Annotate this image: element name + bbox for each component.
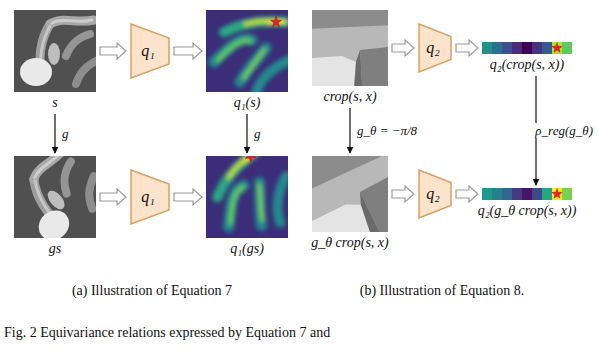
image-label: q₂(crop(s, x)) — [490, 54, 564, 73]
flow-arrow — [174, 189, 202, 205]
depth-scene — [14, 156, 96, 238]
encoder-name: q₂ — [426, 39, 444, 57]
vector-cell — [552, 188, 562, 200]
crop-image — [312, 156, 388, 232]
panel-caption: (a) Illustration of Equation 7 — [72, 282, 232, 299]
panel-label-holder: (b) Illustration of Equation 8. — [360, 282, 524, 299]
feature-vector: q₂(crop(s, x)) — [482, 42, 572, 73]
image-label: gs — [49, 238, 61, 257]
transform-label: g — [61, 126, 70, 141]
heatmap-scene — [206, 156, 288, 238]
edge-label-holder: g — [253, 126, 262, 141]
vector-cell — [512, 188, 522, 200]
depth-image — [14, 10, 96, 92]
transform-arrow — [349, 108, 350, 153]
crop-scene — [312, 156, 388, 232]
feature-vector: q₂(g_θ crop(s, x)) — [478, 188, 577, 219]
edge-label-holder: g — [61, 126, 70, 141]
heatmap — [206, 156, 288, 238]
image-label: s — [52, 92, 57, 111]
star-marker — [552, 43, 562, 52]
heatmap-frame — [206, 156, 288, 238]
vector-cell — [502, 42, 512, 54]
image-label: q₁(s) — [234, 92, 261, 111]
depth-image-frame — [14, 10, 96, 92]
edge-label-holder: ρ_reg(g_θ) — [534, 123, 594, 138]
encoder-name: q₁ — [141, 188, 159, 206]
feature-vector — [482, 188, 572, 200]
trapezoid-shape — [419, 170, 451, 218]
figure-caption: Fig. 2 Equivariance relations expressed … — [4, 324, 330, 341]
depth-image: s — [14, 10, 96, 111]
image-label: crop(s, x) — [323, 86, 376, 105]
depth-scene — [14, 10, 96, 92]
trapezoid-shape — [131, 170, 169, 224]
vector-cell — [502, 188, 512, 200]
transform-label: ρ_reg(g_θ) — [534, 123, 594, 138]
encoder-trapezoid: q₁ — [130, 23, 170, 79]
encoder-name: q₁ — [141, 42, 159, 60]
star-marker — [552, 189, 562, 198]
vector-cell — [512, 42, 522, 54]
encoder-trapezoid: q₂ — [418, 169, 452, 219]
depth-image-frame — [14, 156, 96, 238]
trapezoid-shape — [131, 24, 169, 78]
crop-image-frame — [312, 10, 388, 86]
transform-arrow — [54, 114, 55, 153]
transform-label: g — [253, 126, 262, 141]
heatmap-frame — [206, 10, 288, 92]
encoder-trapezoid: q₂ — [418, 23, 452, 73]
feature-vector-frame — [482, 188, 572, 200]
panel-caption: (b) Illustration of Equation 8. — [360, 282, 524, 299]
vector-cell — [562, 42, 572, 54]
trapezoid-shape — [419, 24, 451, 72]
crop-image: crop(s, x) — [312, 10, 388, 105]
flow-arrow — [100, 189, 126, 205]
depth-image — [14, 156, 96, 238]
flow-arrow — [100, 43, 126, 59]
vector-cell — [522, 188, 532, 200]
flow-arrow — [456, 40, 478, 56]
vector-cell — [482, 42, 492, 54]
vector-cell — [532, 188, 542, 200]
vector-cell — [542, 42, 552, 54]
vector-cell — [522, 42, 532, 54]
edge-label-holder: g_θ = −π/8 — [356, 123, 418, 138]
vector-cell — [492, 188, 502, 200]
depth-image: gs — [14, 156, 96, 257]
flow-arrow — [174, 43, 202, 59]
image-label: q₁(gs) — [230, 238, 264, 257]
transform-arrow — [246, 114, 247, 153]
heatmap: q₁(s) — [206, 10, 288, 111]
crop-image: g_θ crop(s, x) — [311, 156, 389, 251]
caption-holder: Fig. 2 Equivariance relations expressed … — [4, 324, 330, 341]
encoder-name: q₂ — [426, 185, 444, 203]
feature-vector-frame — [482, 42, 572, 54]
transform-label: g_θ = −π/8 — [356, 123, 418, 138]
vector-cell — [562, 188, 572, 200]
panel-label-holder: (a) Illustration of Equation 7 — [72, 282, 232, 299]
flow-arrow — [392, 40, 414, 56]
vector-cell — [542, 188, 552, 200]
crop-scene — [312, 10, 388, 86]
vector-cell — [532, 42, 542, 54]
vector-cell — [482, 188, 492, 200]
heatmap-scene — [206, 10, 288, 92]
image-label: g_θ crop(s, x) — [311, 232, 389, 251]
flow-arrow — [456, 186, 478, 202]
crop-image — [312, 10, 388, 86]
image-label: q₂(g_θ crop(s, x)) — [478, 200, 577, 219]
flow-arrow — [392, 186, 414, 202]
vector-cell — [492, 42, 502, 54]
heatmap: q₁(gs) — [206, 156, 288, 257]
heatmap — [206, 10, 288, 92]
vector-cell — [552, 42, 562, 54]
encoder-trapezoid: q₁ — [130, 169, 170, 225]
feature-vector — [482, 42, 572, 54]
crop-image-frame — [312, 156, 388, 232]
